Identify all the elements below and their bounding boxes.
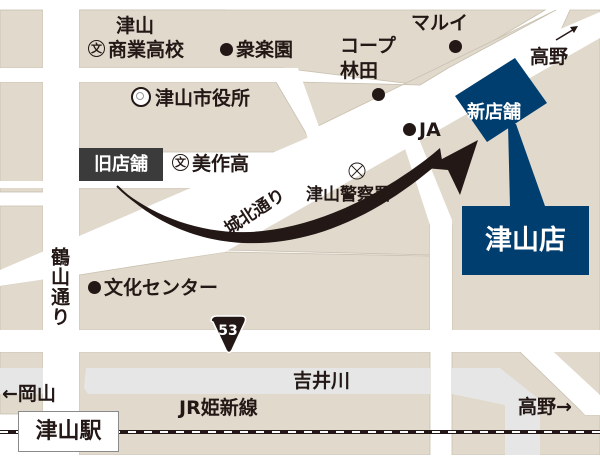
label-yoshii-river: 吉井川 <box>293 370 351 392</box>
label-coop-line1: コープ <box>340 35 396 57</box>
label-mimasaka-hs: 文美作高 <box>172 154 249 174</box>
label-city-hall: 津山市役所 <box>131 87 250 109</box>
landmark-dot-icon <box>88 281 101 294</box>
old-store-badge: 旧店舗 <box>79 148 163 181</box>
label-police: 津山警察署 <box>306 185 391 205</box>
new-store-label: 新店舗 <box>467 102 521 123</box>
school-icon: 文 <box>88 40 105 57</box>
label-shurakuen: 衆楽園 <box>220 41 293 60</box>
label-ja: JA <box>403 121 441 140</box>
label-commerce-hs: 文商業高校 <box>88 39 185 61</box>
marui-dot-icon <box>449 40 462 53</box>
city-hall-icon <box>131 87 151 107</box>
tsuyama-station-label: 津山駅 <box>18 411 119 452</box>
label-commerce-hs-line2: 商業高校 <box>108 39 185 61</box>
label-takano-top: 高野 <box>530 46 569 68</box>
label-marui: マルイ <box>411 12 469 34</box>
route-53-shield: 53 <box>218 323 238 339</box>
label-tsuruyama-road: 鶴山通り <box>48 247 70 327</box>
coop-dot-icon <box>372 88 385 101</box>
label-takano-bottom: 高野→ <box>518 396 572 418</box>
label-jr-kishin-line: JR姫新線 <box>179 397 258 419</box>
tsuyama-store-badge: 津山店 <box>462 206 589 275</box>
label-coop-line2: 林田 <box>340 60 379 82</box>
arrow-head-icon <box>425 140 478 195</box>
label-culture-center: 文化センター <box>88 279 218 298</box>
school-icon: 文 <box>172 154 189 171</box>
label-okayama-direction: ←岡山 <box>2 383 56 405</box>
landmark-dot-icon <box>220 43 233 56</box>
ja-dot-icon <box>403 123 416 136</box>
label-commerce-hs-line1: 津山 <box>116 15 155 37</box>
